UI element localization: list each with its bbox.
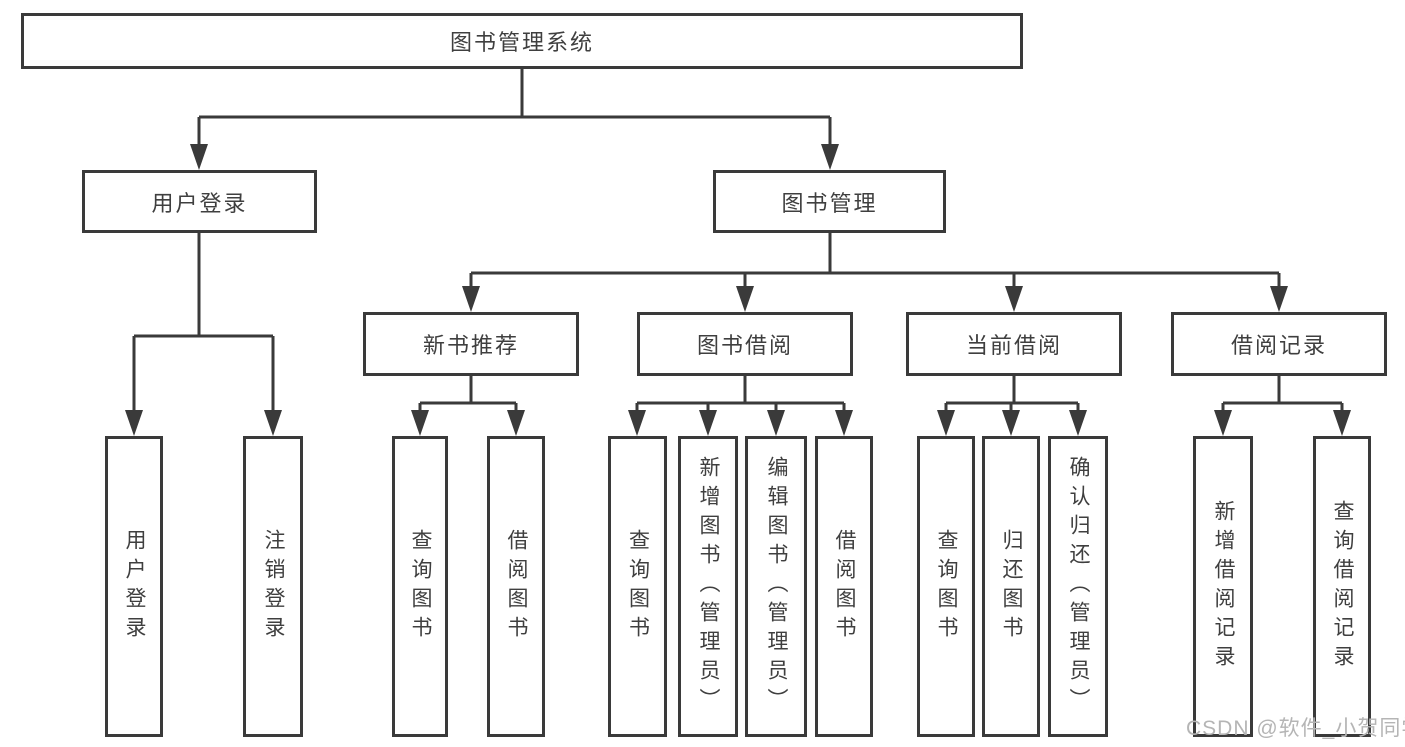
node-new-book-recommend: 新书推荐: [363, 312, 579, 376]
node-leaf-borrow-books: 借阅图书: [815, 436, 873, 737]
node-leaf-query-borrow-record: 查询借阅记录: [1313, 436, 1371, 737]
node-current-borrowing: 当前借阅: [906, 312, 1122, 376]
node-leaf-confirm-return-admin: 确认归还（管理员）: [1048, 436, 1108, 737]
node-leaf-query-books-recommend: 查询图书: [392, 436, 448, 737]
node-leaf-user-login: 用户登录: [105, 436, 163, 737]
node-leaf-add-books-admin: 新增图书（管理员）: [678, 436, 738, 737]
node-leaf-add-borrow-record: 新增借阅记录: [1193, 436, 1253, 737]
node-book-management: 图书管理: [713, 170, 946, 233]
node-leaf-logout: 注销登录: [243, 436, 303, 737]
node-borrowing-records: 借阅记录: [1171, 312, 1387, 376]
node-user-login: 用户登录: [82, 170, 317, 233]
node-leaf-return-books: 归还图书: [982, 436, 1040, 737]
csdn-watermark: CSDN @软件_小贺同学: [1186, 717, 1405, 740]
node-leaf-query-books-borrow: 查询图书: [608, 436, 667, 737]
arrowheads: [125, 144, 1351, 436]
node-leaf-query-books-current: 查询图书: [917, 436, 975, 737]
node-root: 图书管理系统: [21, 13, 1023, 69]
node-leaf-edit-books-admin: 编辑图书（管理员）: [745, 436, 807, 737]
node-book-borrowing: 图书借阅: [637, 312, 853, 376]
node-leaf-borrow-books-recommend: 借阅图书: [487, 436, 545, 737]
